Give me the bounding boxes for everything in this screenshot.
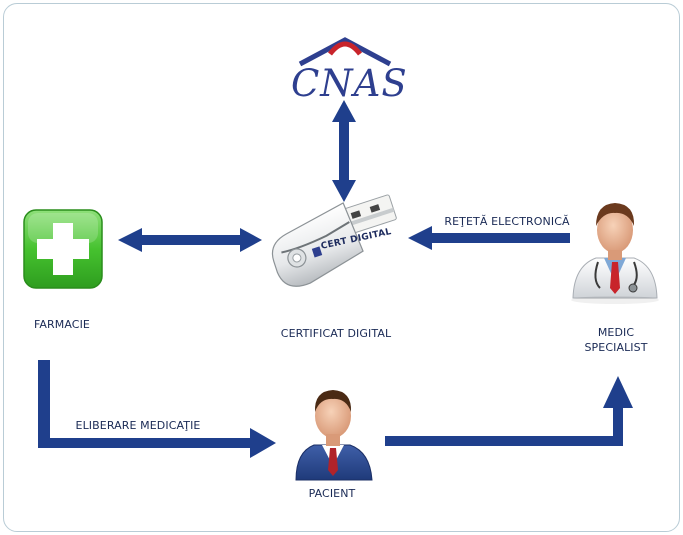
pharmacy-label: FARMACIE [34,318,90,331]
doctor-label-line2: SPECIALIST [584,341,648,354]
cnas-logo-text: CNAS [291,62,408,105]
cnas-logo-icon [298,37,392,67]
usb-token-icon [271,194,397,287]
arrow-cnas-certificate [332,100,356,202]
patient-avatar-icon [295,390,373,481]
pharmacy-cross-icon [23,209,103,289]
arrow-doctor-certificate [408,226,570,250]
dispensing-edge-label: ELIBERARE MEDICAŢIE [75,419,201,432]
doctor-label-line1: MEDIC [597,326,635,339]
doctor-avatar-icon [571,203,659,304]
patient-label: PACIENT [308,487,356,500]
arrow-pharmacy-patient [38,360,276,458]
arrow-patient-doctor [385,376,633,446]
arrow-pharmacy-certificate [118,228,262,252]
certificate-label: CERTIFICAT DIGITAL [280,327,392,340]
prescription-edge-label: REŢETĂ ELECTRONICĂ [444,215,570,228]
